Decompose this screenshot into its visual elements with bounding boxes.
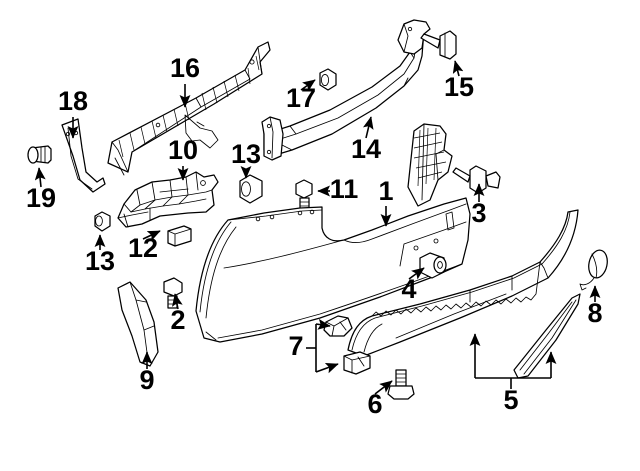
part-retainer-clip-7a <box>323 315 353 337</box>
part-hex-nut-13-center <box>239 174 263 204</box>
part-side-bracket <box>61 118 106 193</box>
part-impact-bar <box>261 19 431 161</box>
part-flange-bolt-15 <box>420 30 457 60</box>
leader-12 <box>142 230 161 242</box>
callout-label-13: 13 <box>85 246 115 276</box>
part-rear-bumper-cover <box>195 123 471 343</box>
part-retainer-clip-7b <box>343 351 371 375</box>
callout-label-14: 14 <box>351 134 381 164</box>
part-side-deflector-9 <box>117 281 159 367</box>
leader-17 <box>300 79 316 92</box>
callout-label-5: 5 <box>503 385 518 415</box>
part-lower-trim-5 <box>513 293 581 379</box>
leader-2 <box>172 293 183 310</box>
leader-19 <box>34 167 46 188</box>
callout-label-8: 8 <box>587 298 602 328</box>
leader-14 <box>362 116 374 139</box>
callout-label-18: 18 <box>58 86 88 116</box>
part-hex-nut-13-left <box>94 211 111 232</box>
leader-4 <box>408 267 425 280</box>
part-grommet-nut-4 <box>419 252 447 279</box>
callout-label-15: 15 <box>444 72 474 102</box>
callout-label-2: 2 <box>170 305 185 335</box>
leader-6 <box>374 380 393 395</box>
callout-label-7: 7 <box>288 331 303 361</box>
part-bolt-19 <box>27 145 52 164</box>
callout-label-4: 4 <box>401 274 416 304</box>
callout-label-9: 9 <box>139 365 154 395</box>
callout-label-6: 6 <box>367 389 382 419</box>
callout-label-13b: 13 <box>231 139 261 169</box>
callout-label-16: 16 <box>170 53 200 83</box>
callout-label-19: 19 <box>26 183 56 213</box>
callout-labels: 1 2 3 4 5 6 7 8 9 10 11 12 13 13 14 15 1… <box>26 53 603 419</box>
callout-label-17: 17 <box>286 83 316 113</box>
leader-15 <box>452 60 464 77</box>
callout-label-12: 12 <box>128 233 158 263</box>
part-hook-clip-8 <box>579 249 608 291</box>
part-push-pin-retainer-3 <box>452 165 501 194</box>
part-nut-17 <box>319 68 337 91</box>
callout-label-11: 11 <box>330 174 359 204</box>
part-clip-12 <box>167 225 192 247</box>
part-screw-2 <box>163 277 183 309</box>
part-mounting-bracket-assembly <box>117 171 219 228</box>
callout-label-10: 10 <box>168 135 198 165</box>
callout-leaders <box>34 60 601 395</box>
callout-label-1: 1 <box>378 176 393 206</box>
part-shoulder-bolt-6 <box>387 369 415 400</box>
callout-label-3: 3 <box>471 198 486 228</box>
part-lower-valance-5 <box>347 209 579 357</box>
